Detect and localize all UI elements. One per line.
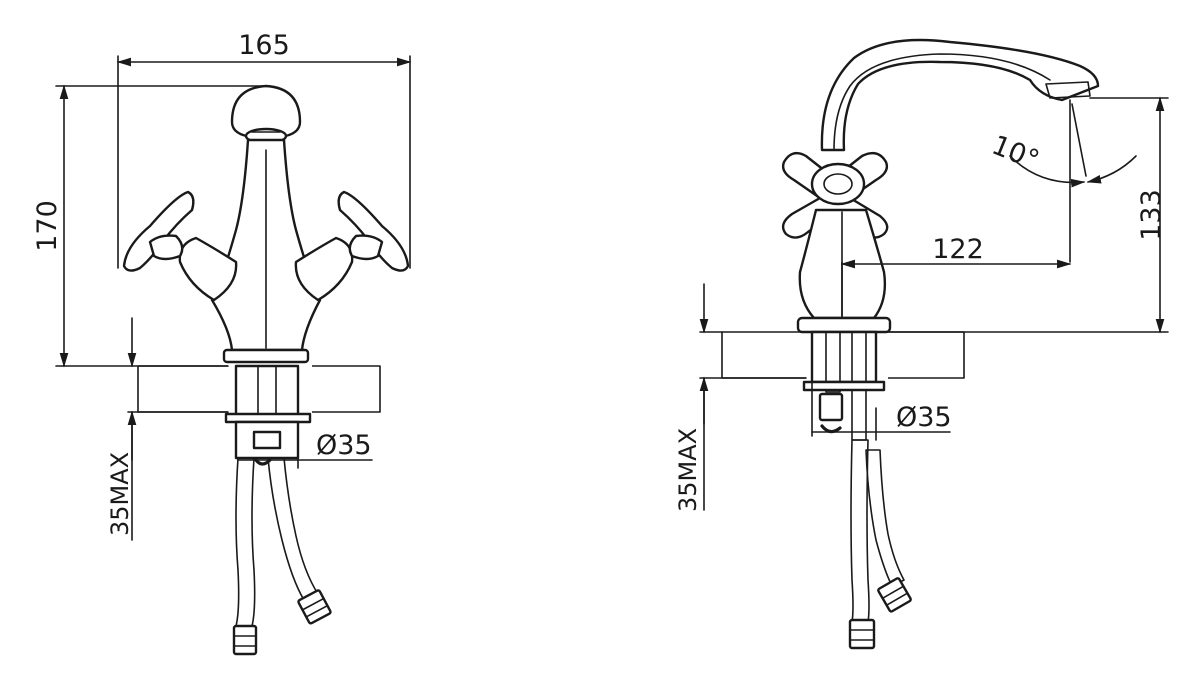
front-dimensions: 165 170 35MAX Ø35 [32,30,412,541]
side-diameter-label: Ø35 [896,402,952,433]
side-reach-label: 122 [932,234,984,265]
front-height-label: 170 [32,200,63,252]
side-height-label: 133 [1136,189,1167,241]
side-angle-label: 10° [987,130,1043,177]
front-view: 165 170 35MAX Ø35 [32,30,412,656]
front-diameter-label: Ø35 [316,430,372,461]
side-depth-label: 35MAX [674,428,702,512]
side-spout [820,38,1100,152]
front-width-label: 165 [238,30,290,61]
faucet-body [122,84,410,364]
side-shank-assembly [802,330,912,650]
side-view: 10° 122 133 35MAX Ø35 [674,38,1169,650]
shank-assembly [224,364,332,656]
front-depth-label: 35MAX [106,452,134,536]
side-dimensions: 10° 122 133 35MAX Ø35 [674,96,1169,512]
